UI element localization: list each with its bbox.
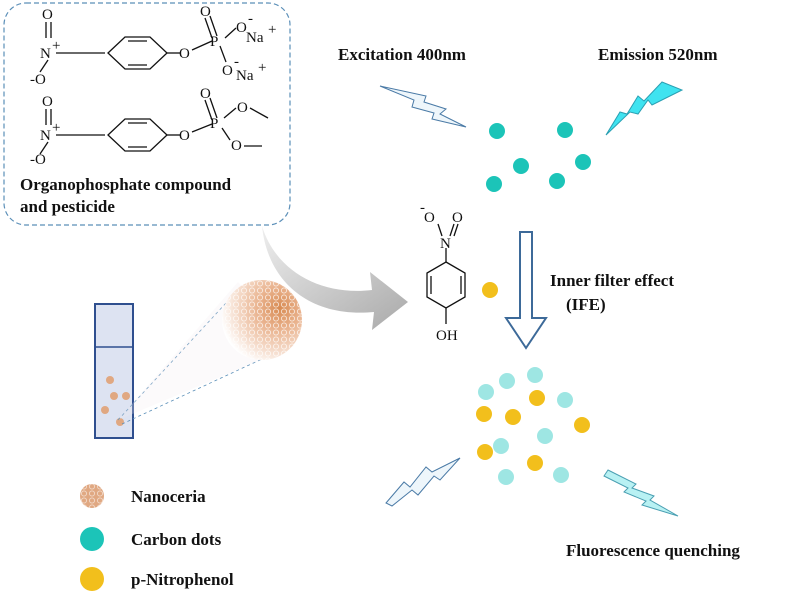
nitrophenol-dot: [482, 282, 498, 298]
carbon-dot: [486, 176, 502, 192]
nitrophenol-dot: [505, 409, 521, 425]
pnp-minus-sign: -: [420, 200, 425, 216]
phosphorus-atom: P: [210, 34, 218, 50]
nitro-o-minus-2: -O: [30, 152, 46, 168]
pnp-oh: OH: [436, 328, 458, 344]
phosphate-o-minus-2: O: [222, 63, 233, 79]
sodium-1: Na: [246, 30, 264, 46]
quenched-carbon-dot: [499, 373, 515, 389]
ife-down-arrow: [504, 231, 548, 350]
n-plus-atom-2: N: [40, 128, 51, 144]
ife-label-line2: (IFE): [566, 295, 606, 314]
quenched-carbon-dot: [478, 384, 494, 400]
nitro-o-top-2: O: [42, 94, 53, 110]
cuvette-nanoceria-particle: [122, 392, 130, 400]
pnp-n: N: [440, 236, 451, 252]
quench-outgoing-lightning-icon: [603, 469, 679, 517]
fluorescence-quenching-label: Fluorescence quenching: [566, 541, 740, 560]
cuvette-nanoceria-particle: [116, 418, 124, 426]
zoom-guide-lines: [117, 289, 291, 425]
minus-sign-2: -: [234, 54, 239, 70]
quenched-carbon-dot: [527, 367, 543, 383]
emission-lightning-icon: [605, 81, 684, 136]
cuvette-nanoceria-particle: [110, 392, 118, 400]
nitrophenol-dot: [477, 444, 493, 460]
legend-carbon-dots-label: Carbon dots: [131, 530, 222, 549]
quenched-carbon-dot: [493, 438, 509, 454]
methoxy-o-2: O: [231, 138, 242, 154]
phosphate-o-minus-1: O: [236, 20, 247, 36]
cuvette: [94, 303, 134, 439]
phosphoryl-o: O: [200, 4, 211, 20]
carbon-dot: [575, 154, 591, 170]
excitation-lightning-icon: [379, 85, 467, 128]
cuvette-nanoceria-particle: [106, 376, 114, 384]
carbon-dot: [557, 122, 573, 138]
legend-p-nitrophenol-label: p-Nitrophenol: [131, 570, 234, 589]
legend-carbon-dots-swatch: [80, 527, 104, 551]
phosphoryl-o-2: O: [200, 86, 211, 102]
ester-link-o-2: O: [179, 128, 190, 144]
organophosphate-pesticide-structure: [39, 97, 269, 155]
carbon-dot: [549, 173, 565, 189]
pnp-o-minus: O: [424, 210, 435, 226]
carbon-dots-cluster: [486, 122, 591, 192]
carbon-dot: [489, 123, 505, 139]
curved-arrow: [262, 226, 408, 330]
legend-nanoceria-label: Nanoceria: [131, 487, 206, 506]
quenched-carbon-dot: [553, 467, 569, 483]
n-plus-sign-2: +: [52, 120, 60, 136]
quenched-carbon-dot: [498, 469, 514, 485]
organophosphate-compound-structure: [39, 15, 237, 73]
quenched-carbon-dot: [557, 392, 573, 408]
legend: Nanoceria Carbon dots p-Nitrophenol: [80, 484, 234, 591]
sodium-1-plus: +: [268, 22, 276, 38]
compounds-caption-line1: Organophosphate compound: [20, 175, 232, 194]
dashed-box-border: [3, 2, 291, 226]
nitrophenol-dot: [476, 406, 492, 422]
n-plus-sign: +: [52, 38, 60, 54]
legend-p-nitrophenol-swatch: [80, 567, 104, 591]
nitrophenol-dot: [529, 390, 545, 406]
ester-link-o: O: [179, 46, 190, 62]
quench-incoming-lightning-icon: [385, 457, 461, 507]
minus-sign-1: -: [248, 11, 253, 27]
nitro-o-minus: -O: [30, 72, 46, 88]
sodium-2: Na: [236, 68, 254, 84]
p-nitrophenol-structure: [426, 223, 466, 324]
quenched-carbon-dot: [537, 428, 553, 444]
pnp-o: O: [452, 210, 463, 226]
emission-label: Emission 520nm: [598, 45, 718, 64]
compounds-caption-line2: and pesticide: [20, 197, 115, 216]
nitro-o-top: O: [42, 7, 53, 23]
cuvette-nanoceria-particle: [101, 406, 109, 414]
organophosphate-box: N + O -O O P O O - O - Na + Na +: [3, 2, 291, 226]
excitation-label: Excitation 400nm: [338, 45, 466, 64]
nanoceria-sphere: [222, 280, 302, 360]
sodium-2-plus: +: [258, 60, 266, 76]
quenched-mixture: [476, 367, 590, 485]
carbon-dot: [513, 158, 529, 174]
methoxy-o-1: O: [237, 100, 248, 116]
nitrophenol-dot: [527, 455, 543, 471]
n-plus-atom: N: [40, 46, 51, 62]
phosphorus-atom-2: P: [210, 116, 218, 132]
nitrophenol-dot: [574, 417, 590, 433]
ife-label-line1: Inner filter effect: [550, 271, 674, 290]
